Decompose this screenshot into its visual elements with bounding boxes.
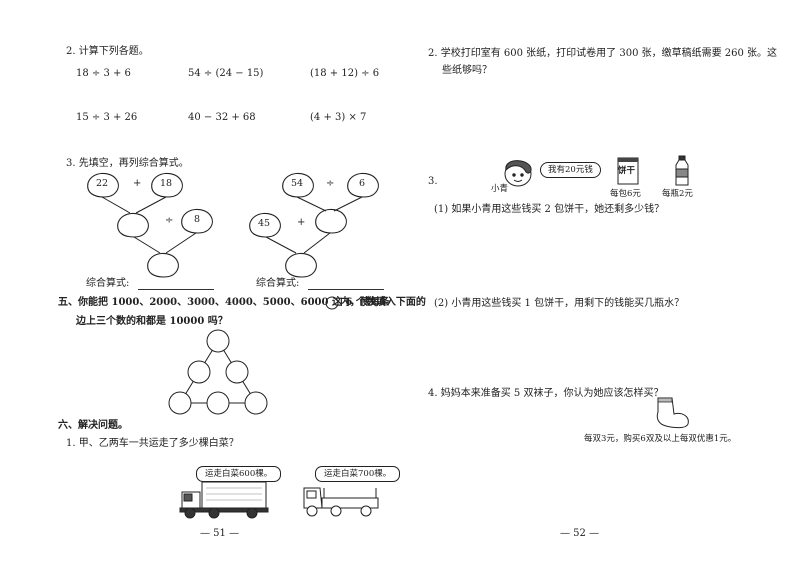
leaf-shape [117,212,149,238]
right-q2-line2: 些纸够吗？ [442,65,492,76]
tree1-op1: + [133,178,142,189]
tree2-op1: ÷ [326,178,335,189]
water-price: 每瓶2元 [662,189,693,199]
tree2-leaf-a: 54 [290,178,304,189]
tree2-leaf-b: 6 [358,178,366,189]
page-number-left: — 51 — [200,528,240,539]
formula-label-2: 综合算式: [256,278,300,289]
expr-5: 40 − 32 + 68 [188,112,256,123]
tree1-leaf-b: 18 [159,178,173,189]
sec5-line2: 边上三个数的和都是 10000 吗？ [76,316,228,327]
number-triangle [168,329,268,415]
leaf-trees [87,172,379,278]
right-q2-line1: 2. 学校打印室有 600 张纸，打印试卷用了 300 张，缴草稿纸需要 260… [428,48,778,59]
leaf-shape [315,208,347,234]
tree1-leaf-c: 8 [193,214,201,225]
water-bottle-icon [675,155,689,186]
expr-4: 15 ÷ 3 + 26 [76,112,138,123]
expr-2: 54 ÷ (24 − 15) [188,68,264,79]
leaf-shape [282,172,314,198]
sec5-line1: 五、你能把 1000、2000、3000、4000、5000、6000 这 6 … [58,297,426,308]
circle-icon [325,296,339,310]
right-q4: 4. 妈妈本来准备买 5 双袜子，你认为她应该怎样买？ [428,388,664,399]
girl-name: 小青 [491,184,509,194]
expr-6: (4 + 3) × 7 [310,112,367,123]
sock-offer: 每双3元，购买6双及以上每双优惠1元。 [584,434,737,444]
right-q3-num: 3. [428,176,438,187]
number-circle [244,391,268,415]
formula-blank-1[interactable] [138,289,214,290]
truck2-icon [303,487,379,517]
sec6-title: 六、解决问题。 [58,420,128,431]
tree1-op2: ÷ [165,215,174,226]
girl-icon [504,160,532,187]
expr-3: (18 + 12) ÷ 6 [310,68,380,79]
number-circle [225,360,249,384]
biscuit-price: 每包6元 [610,189,641,199]
number-circle [206,391,230,415]
leaf-shape [151,172,183,198]
biscuit-tag: 饼干 [618,166,636,176]
page-number-right: — 52 — [560,528,600,539]
number-circle [168,391,192,415]
right-q3-2: (2) 小青用这些钱买 1 包饼干，用剩下的钱能买几瓶水？ [434,298,685,309]
biscuit-icon [617,157,639,185]
truck1-icon [179,481,269,519]
number-circle [187,360,211,384]
formula-label-1: 综合算式: [86,278,130,289]
leaf-shape [87,172,119,198]
tree2-op2: + [297,217,306,228]
leaf-shape [147,252,179,278]
tree1-leaf-a: 22 [95,178,109,189]
leaf-shape [347,172,379,198]
leaf-shape [249,212,281,238]
sock-icon [656,397,689,429]
tree2-leaf-c: 45 [257,218,271,229]
expr-1: 18 ÷ 3 + 6 [76,68,131,79]
number-circle [206,329,230,353]
sec5-line1-end: 内，使每条 [340,297,390,308]
left-q3-title: 3. 先填空，再列综合算式。 [66,158,189,169]
leaf-shape [285,252,317,278]
leaf-shape [181,208,213,234]
girl-speech: 我有20元钱 [540,162,601,178]
right-q3-1: (1) 如果小青用这些钱买 2 包饼干，她还剩多少钱？ [434,204,665,215]
left-q2-title: 2. 计算下列各题。 [66,46,149,57]
sec6-q1: 1. 甲、乙两车一共运走了多少棵白菜？ [66,438,239,449]
truck2-speech: 运走白菜700棵。 [315,466,401,482]
formula-blank-2[interactable] [308,289,384,290]
